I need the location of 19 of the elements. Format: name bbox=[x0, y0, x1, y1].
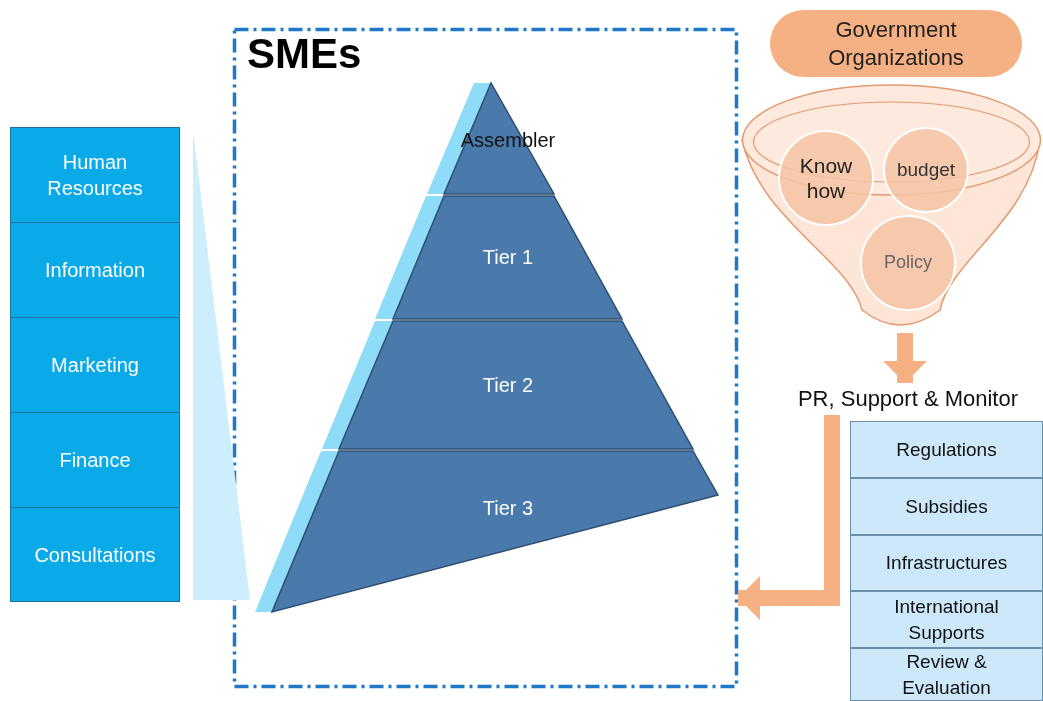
table-row: Infrastructures bbox=[850, 535, 1043, 591]
dashed-group-frame bbox=[233, 28, 738, 688]
category-cell: Consultations bbox=[10, 507, 180, 602]
heading-text: PR, Support & Monitor bbox=[788, 384, 1028, 414]
category-cell: Finance bbox=[10, 412, 180, 508]
title-pill: Government Organizations bbox=[770, 10, 1022, 77]
group-title: SMEs bbox=[247, 30, 362, 78]
category-cell: Human Resources bbox=[10, 127, 180, 223]
table-row: Regulations bbox=[850, 421, 1043, 478]
tier-label: Tier 2 bbox=[482, 373, 534, 397]
tier-label: Tier 1 bbox=[482, 245, 534, 269]
block-arrow bbox=[883, 333, 927, 383]
block-arrow bbox=[738, 415, 840, 620]
category-cell: Information bbox=[10, 222, 180, 318]
table-row: International Supports bbox=[850, 591, 1043, 648]
table-row: Subsidies bbox=[850, 478, 1043, 535]
tier-label: Tier 3 bbox=[482, 496, 534, 520]
table-row: Review & Evaluation bbox=[850, 648, 1043, 701]
category-cell: Marketing bbox=[10, 317, 180, 413]
